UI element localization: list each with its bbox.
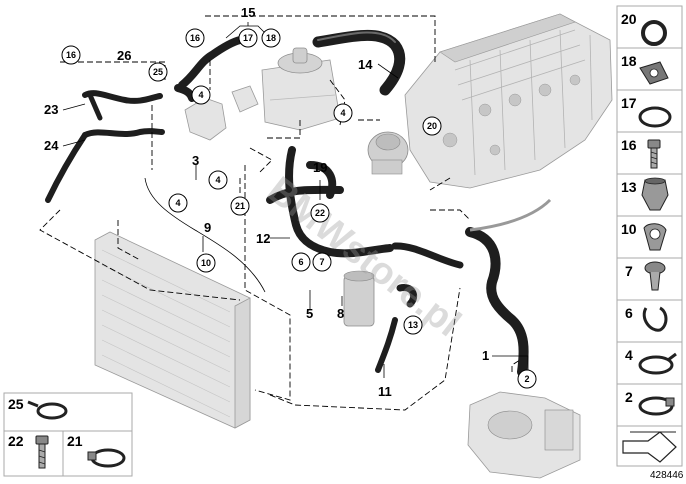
callout-8: 8	[337, 306, 344, 321]
callout-19: 19	[313, 160, 327, 175]
expanding-rivet-icon	[644, 261, 666, 291]
hose-clamp-icon	[638, 396, 675, 416]
sidebar-item-13: 13	[621, 179, 637, 195]
callout-4-center: 4	[340, 108, 345, 118]
callout-15: 15	[241, 5, 255, 20]
legend-item-25: 25	[8, 396, 24, 412]
callout-21: 21	[235, 201, 245, 211]
callout-4-mid: 4	[215, 175, 220, 185]
callout-10: 10	[201, 258, 211, 268]
engine-block	[404, 13, 613, 189]
parts-sidebar: 20 18 17 16 13 10 7	[616, 5, 683, 467]
bottom-legend: 25 22 21	[3, 392, 133, 477]
callout-1: 1	[482, 348, 489, 363]
callout-16: 16	[190, 33, 200, 43]
callout-25: 25	[153, 67, 163, 77]
sidebar-item-17: 17	[621, 95, 637, 111]
hex-bolt-icon	[35, 435, 49, 469]
callout-7: 7	[319, 257, 324, 267]
o-ring-icon	[638, 106, 672, 128]
water-pump	[467, 391, 581, 479]
thermostat-housing	[367, 131, 409, 175]
arrow-icon	[622, 431, 677, 463]
callout-11: 11	[378, 384, 392, 399]
callout-20: 20	[427, 121, 437, 131]
sidebar-item-2: 2	[625, 389, 633, 405]
sidebar-item-10: 10	[621, 221, 637, 237]
legend-item-22: 22	[8, 433, 24, 449]
expansion-tank	[261, 47, 341, 131]
callout-14: 14	[358, 57, 373, 72]
callout-4-top: 4	[198, 90, 203, 100]
callout-12: 12	[256, 231, 270, 246]
callout-5: 5	[306, 306, 313, 321]
sidebar-item-7: 7	[625, 263, 633, 279]
sidebar-item-6: 6	[625, 305, 633, 321]
legend-item-21: 21	[67, 433, 83, 449]
callout-17: 17	[243, 33, 253, 43]
sidebar-item-20: 20	[621, 11, 637, 27]
callout-16-left: 16	[66, 50, 76, 60]
auxiliary-pump	[343, 270, 375, 327]
callout-6: 6	[298, 257, 303, 267]
callout-23: 23	[44, 102, 58, 117]
callouts: 15 16 17 18 16 26 25 4 14 4 23 24 20 3 4…	[44, 5, 537, 399]
clamp-clip-icon	[27, 400, 68, 420]
sidebar-item-16: 16	[621, 137, 637, 153]
hose-coupling-icon	[641, 177, 669, 211]
callout-22: 22	[315, 208, 325, 218]
bolt-icon	[647, 139, 661, 169]
ring-seal-icon	[641, 20, 667, 46]
callout-13: 13	[408, 320, 418, 330]
callout-leaders	[62, 22, 529, 378]
callout-24: 24	[44, 138, 59, 153]
spring-band-clamp-icon	[638, 352, 677, 375]
sidebar-item-18: 18	[621, 53, 637, 69]
callout-3: 3	[192, 153, 199, 168]
thermostat-flange	[184, 85, 259, 141]
hose-clamp-icon-small	[87, 448, 126, 468]
callout-9: 9	[204, 220, 211, 235]
callout-18: 18	[266, 33, 276, 43]
gasket-plate-icon	[639, 61, 669, 85]
callout-4-left: 4	[175, 198, 180, 208]
hoses	[45, 29, 552, 377]
diagram-id: 428446	[650, 470, 684, 481]
sidebar-item-4: 4	[625, 347, 633, 363]
callout-26: 26	[117, 48, 131, 63]
callout-2: 2	[524, 374, 529, 384]
spring-clip-icon	[642, 306, 668, 332]
holder-clip-icon	[643, 223, 667, 251]
